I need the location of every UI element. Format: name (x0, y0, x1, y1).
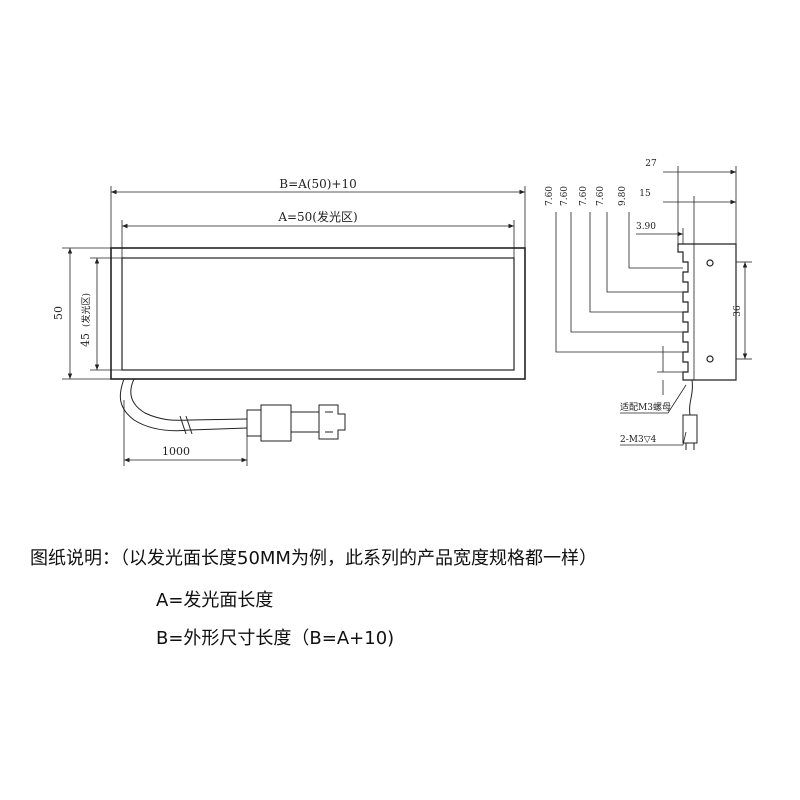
connector-body (260, 404, 292, 442)
note-b-definition: B=外形尺寸长度（B=A+10) (156, 628, 395, 649)
note-a-definition: A=发光面长度 (156, 590, 274, 611)
dim-a-label: A=50(发光区) (277, 209, 357, 224)
emitting-area-outline (121, 257, 515, 371)
dim-height-50-label: 50 (52, 306, 65, 320)
dim-pitch-5-label: 7.60 (545, 186, 555, 206)
connector-head (290, 411, 320, 433)
side-cable-plug (682, 414, 698, 444)
dim-pitch-3-label: 7.60 (579, 186, 589, 206)
screw-label: 2-M3▽4 (620, 435, 657, 445)
nut-label: 适配M3螺母 (620, 402, 671, 413)
side-leaders (620, 384, 687, 446)
dim-side-27-label: 27 (645, 159, 657, 169)
mounting-hole-bottom (706, 355, 714, 363)
side-profile-outline (677, 243, 737, 381)
cable-assembly (119, 378, 346, 442)
dim-pitch-2-label: 7.60 (596, 186, 606, 206)
dim-side-390-label: 3.90 (636, 222, 656, 232)
dim-side-36-label: 36 (733, 305, 743, 317)
cable-outer (119, 378, 248, 432)
connector-sleeve (246, 409, 262, 437)
dimension-cable (123, 400, 248, 466)
side-top-dimensions (636, 166, 737, 244)
cable-inner (130, 378, 248, 421)
mounting-hole-top (706, 259, 714, 267)
dim-cable-label: 1000 (162, 445, 190, 458)
dim-side-15-label: 15 (639, 189, 651, 199)
light-body-outline (110, 247, 526, 380)
dim-emit-area-label: (发光区) (80, 293, 92, 327)
dimension-b (110, 186, 526, 248)
dim-height-45-label: 45 (79, 333, 92, 347)
connector-latch (318, 404, 346, 440)
side-cable (689, 379, 693, 416)
front-view (110, 247, 526, 380)
technical-drawing: B=A(50)+10 A=50(发光区) 50 45 (发光区) (52, 159, 752, 466)
dimension-a (121, 220, 515, 258)
notes-heading: 图纸说明：（以发光面长度50MM为例，此系列的产品宽度规格都一样） (30, 548, 597, 569)
dimension-height-45 (90, 257, 122, 371)
dimension-height-50 (62, 247, 111, 380)
side-pitch-dimensions (555, 212, 752, 395)
dim-pitch-4-label: 7.60 (560, 186, 570, 206)
dim-pitch-1-label: 9.80 (618, 186, 628, 206)
dim-b-label: B=A(50)+10 (279, 177, 357, 191)
side-view (677, 243, 737, 450)
